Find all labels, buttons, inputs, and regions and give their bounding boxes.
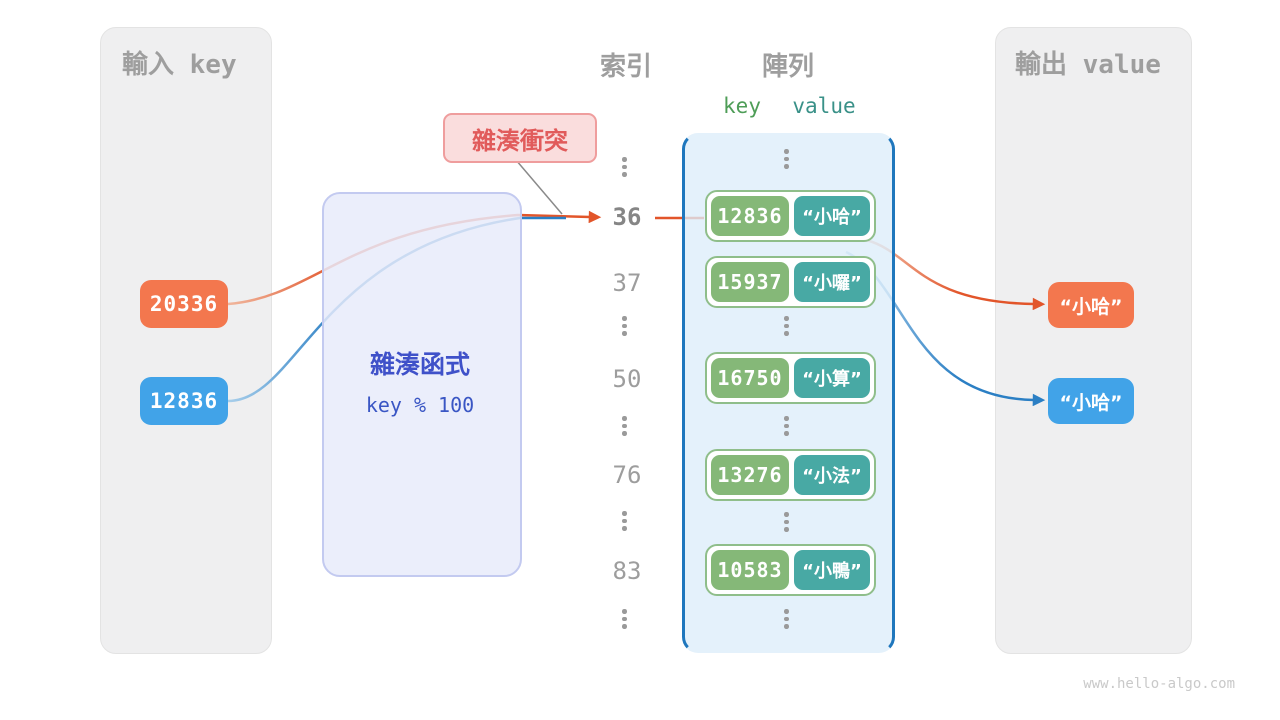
ellipsis-icon — [784, 609, 789, 629]
kv-value: “小哈” — [794, 196, 870, 236]
kv-value: “小法” — [794, 455, 870, 495]
ellipsis-icon — [784, 316, 789, 336]
index-item-83: 83 — [612, 557, 642, 585]
ellipsis-icon — [622, 416, 627, 436]
ellipsis-icon — [784, 512, 789, 532]
array-title: 陣列 — [762, 52, 815, 82]
ellipsis-icon — [784, 416, 789, 436]
kv-pair-row: 12836 “小哈” — [705, 190, 876, 242]
kv-key: 13276 — [711, 455, 789, 495]
ellipsis-icon — [622, 157, 627, 177]
hash-function-box — [322, 192, 522, 577]
hash-function-formula: key % 100 — [365, 393, 475, 417]
input-key-box-20336: 20336 — [140, 280, 228, 328]
kv-key: 15937 — [711, 262, 789, 302]
kv-value: “小鴨” — [794, 550, 870, 590]
hash-function-title: 雜湊函式 — [369, 350, 470, 379]
collision-badge-label: 雜湊衝突 — [472, 126, 568, 155]
kv-key: 12836 — [711, 196, 789, 236]
ellipsis-icon — [622, 511, 627, 531]
index-item-37: 37 — [612, 269, 642, 297]
output-value-box-blue: “小哈” — [1048, 378, 1134, 424]
kv-pair-row: 10583 “小鴨” — [705, 544, 876, 596]
collision-badge: 雜湊衝突 — [443, 113, 597, 163]
input-panel-title: 輸入 key — [122, 50, 237, 80]
ellipsis-icon — [622, 316, 627, 336]
output-value-box-orange: “小哈” — [1048, 282, 1134, 328]
kv-key: 10583 — [711, 550, 789, 590]
kv-value: “小算” — [794, 358, 870, 398]
index-item-76: 76 — [612, 461, 642, 489]
output-panel-title: 輸出 value — [1015, 50, 1161, 80]
array-value-header: value — [792, 94, 856, 118]
index-column-title: 索引 — [600, 52, 653, 82]
array-key-header: key — [723, 94, 761, 118]
kv-value: “小囉” — [794, 262, 870, 302]
footer-url: www.hello-algo.com — [1083, 676, 1235, 692]
index-item-50: 50 — [612, 365, 642, 393]
ellipsis-icon — [784, 149, 789, 169]
kv-pair-row: 13276 “小法” — [705, 449, 876, 501]
output-panel — [995, 27, 1192, 654]
index-item-36: 36 — [612, 203, 642, 231]
input-panel — [100, 27, 272, 654]
kv-key: 16750 — [711, 358, 789, 398]
collision-badge-connector-line — [515, 159, 563, 215]
input-key-box-12836: 12836 — [140, 377, 228, 425]
ellipsis-icon — [622, 609, 627, 629]
kv-pair-row: 16750 “小算” — [705, 352, 876, 404]
kv-pair-row: 15937 “小囉” — [705, 256, 876, 308]
